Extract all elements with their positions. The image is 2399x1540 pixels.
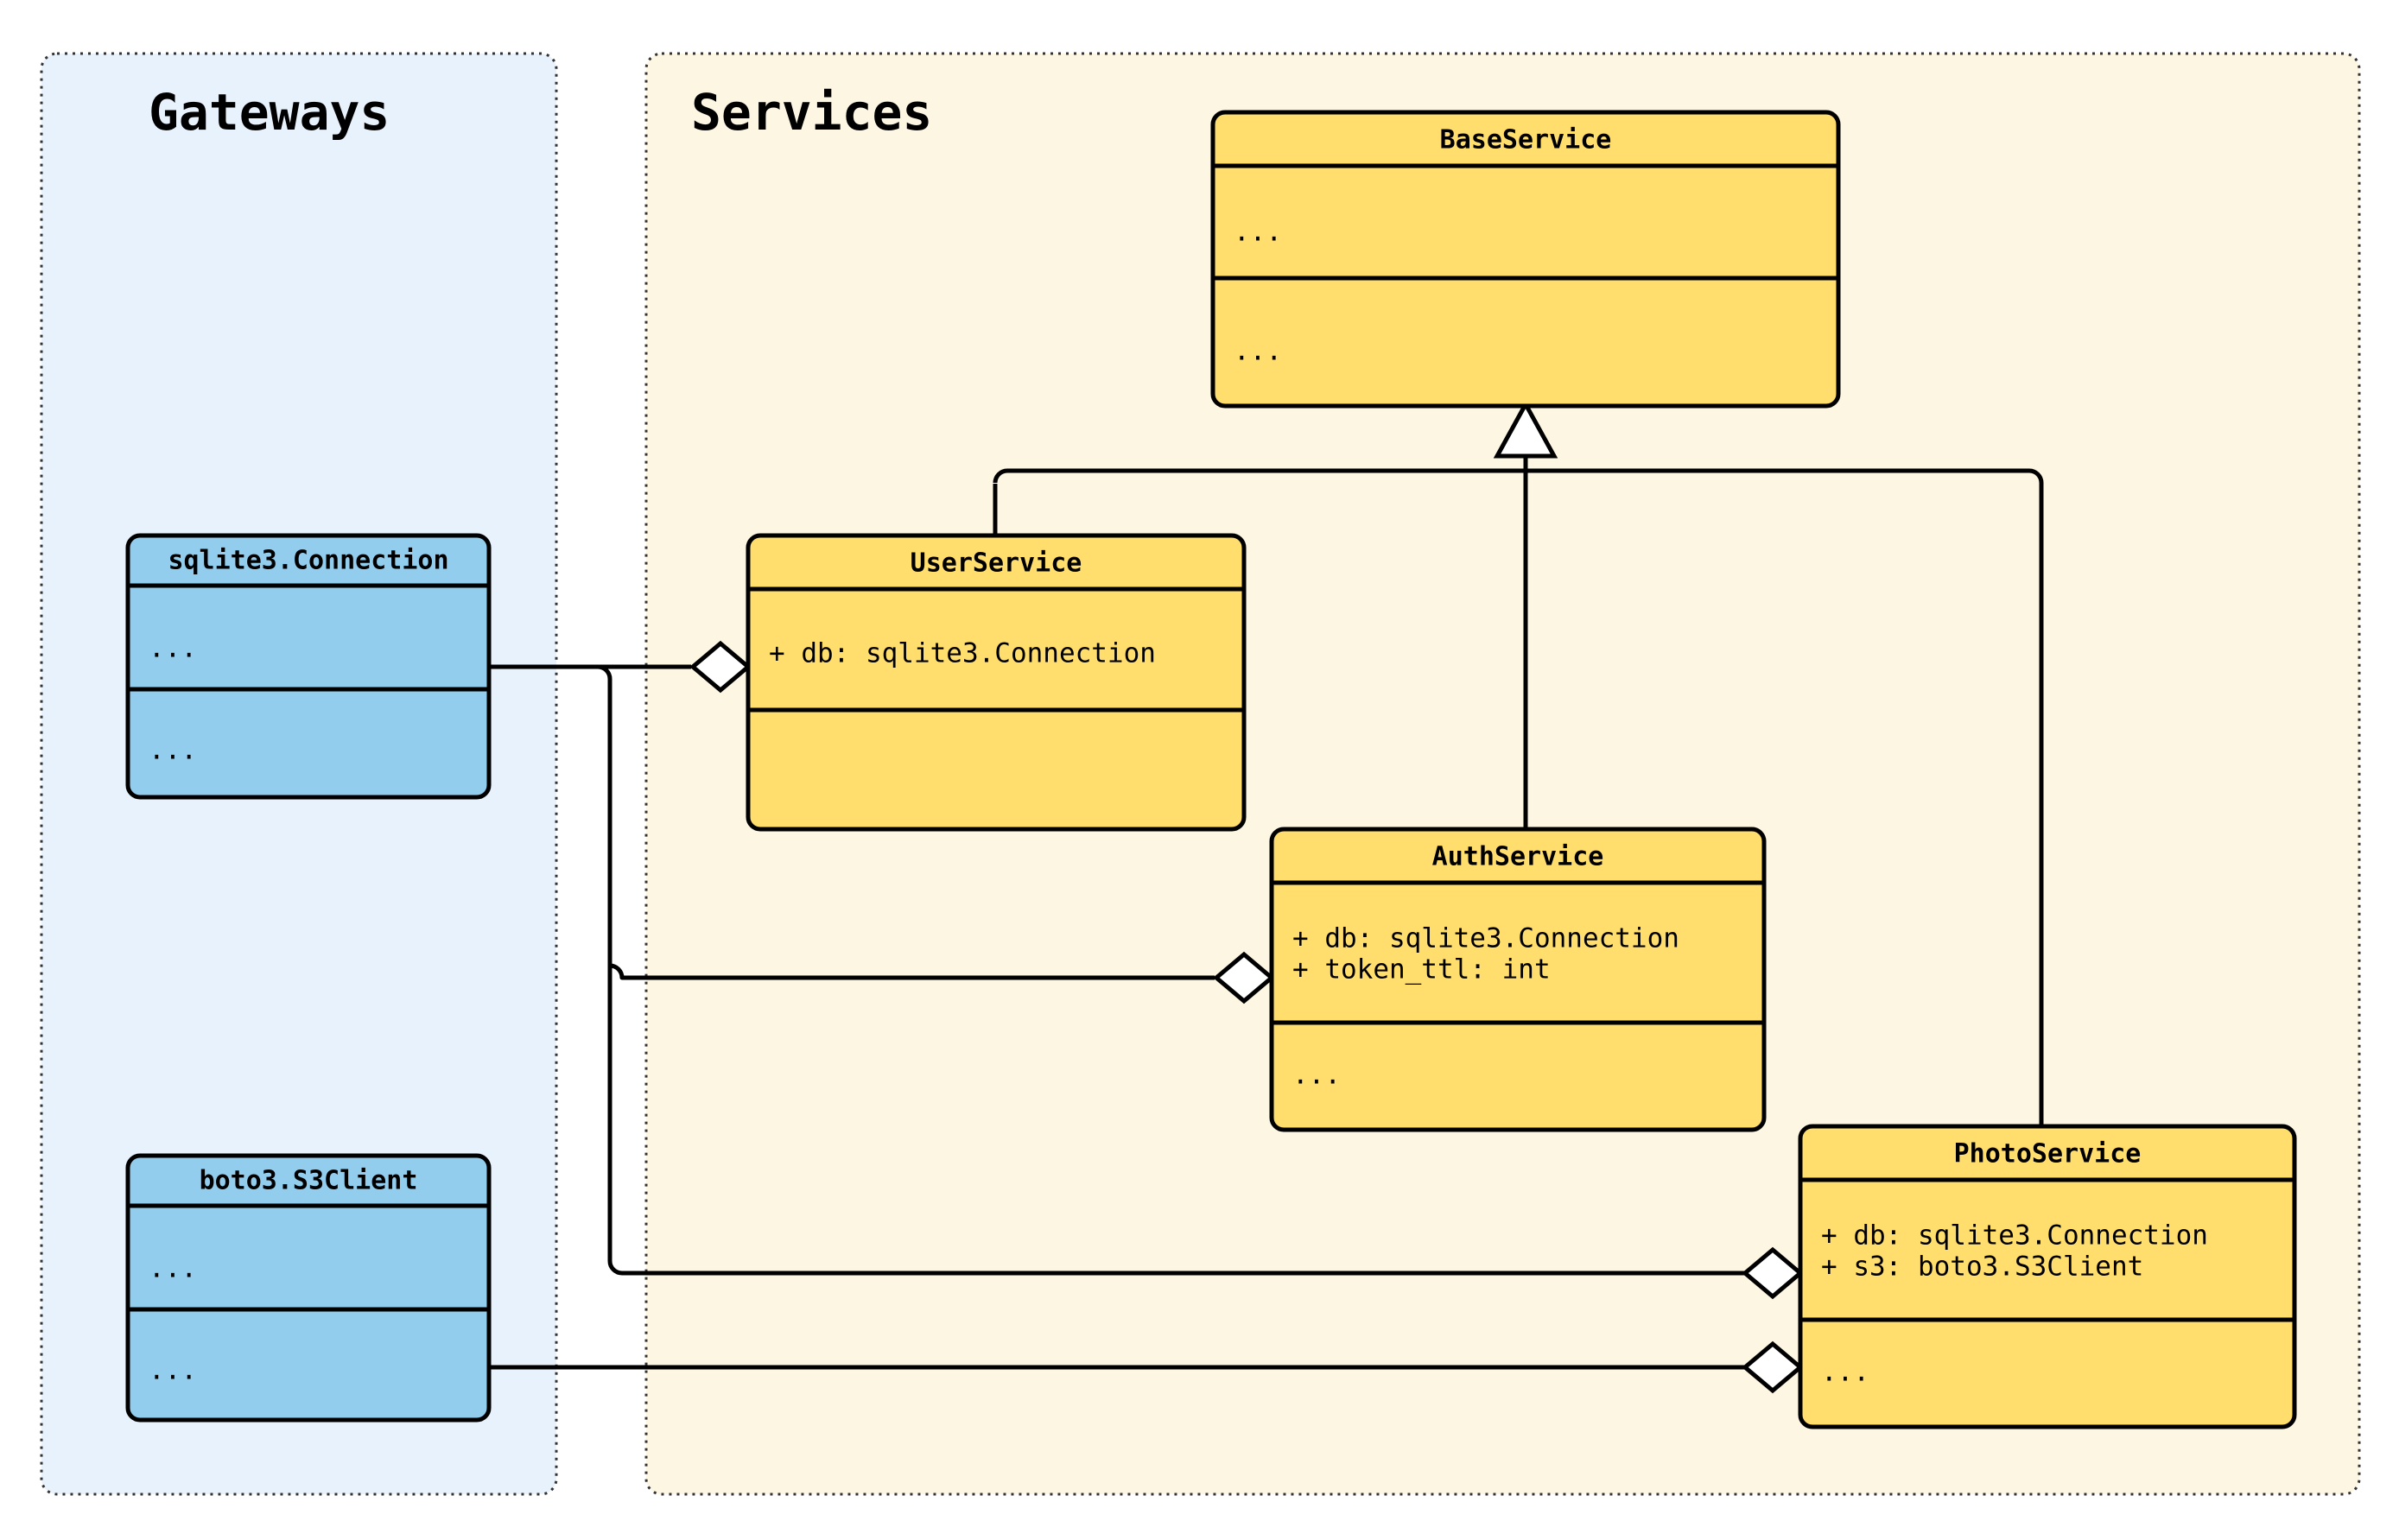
class-authservice-body — [1269, 827, 1767, 1132]
aggregation-diamond-photoservice-s3 — [1742, 1340, 1804, 1394]
class-userservice[interactable]: UserService + db: sqlite3.Connection — [746, 533, 1247, 832]
class-sqlite3-connection-attribute: ... — [149, 633, 197, 664]
class-baseservice-name: BaseService — [1440, 125, 1612, 155]
class-photoservice-body — [1798, 1124, 2297, 1429]
class-photoservice-attribute-2: + s3: boto3.S3Client — [1821, 1252, 2143, 1283]
class-sqlite3-connection-name: sqlite3.Connection — [168, 546, 448, 576]
class-baseservice[interactable]: BaseService ... ... — [1210, 110, 1841, 409]
class-authservice-method: ... — [1292, 1060, 1341, 1091]
class-boto3-s3client-method: ... — [149, 1355, 197, 1386]
generalization-triangle-marker — [1493, 399, 1558, 459]
class-sqlite3-connection[interactable]: sqlite3.Connection ... ... — [125, 533, 492, 800]
class-photoservice-method: ... — [1821, 1357, 1869, 1388]
aggregation-diamond-authservice — [1213, 951, 1275, 1004]
class-authservice-attribute-2: + token_ttl: int — [1292, 954, 1551, 985]
class-boto3-s3client-name: boto3.S3Client — [200, 1166, 418, 1196]
class-boto3-s3client-body — [125, 1153, 492, 1423]
class-sqlite3-connection-body — [125, 533, 492, 800]
class-sqlite3-connection-method: ... — [149, 735, 197, 766]
class-userservice-body — [746, 533, 1247, 832]
class-photoservice-attribute-1: + db: sqlite3.Connection — [1821, 1220, 2208, 1252]
class-userservice-attribute: + db: sqlite3.Connection — [769, 638, 1156, 669]
class-authservice-name: AuthService — [1432, 842, 1604, 872]
class-photoservice[interactable]: PhotoService + db: sqlite3.Connection + … — [1798, 1124, 2297, 1429]
class-boto3-s3client-attribute: ... — [149, 1253, 197, 1284]
class-baseservice-body — [1210, 110, 1841, 409]
class-baseservice-method: ... — [1234, 336, 1282, 367]
generalization-edge-photoservice — [2028, 468, 2044, 1126]
class-userservice-name: UserService — [911, 548, 1082, 579]
class-boto3-s3client[interactable]: boto3.S3Client ... ... — [125, 1153, 492, 1423]
generalization-edge-userservice — [993, 468, 1008, 536]
class-authservice-attribute-1: + db: sqlite3.Connection — [1292, 923, 1679, 954]
aggregation-diamond-userservice — [689, 640, 752, 694]
class-authservice[interactable]: AuthService + db: sqlite3.Connection + t… — [1269, 827, 1767, 1132]
class-baseservice-attribute: ... — [1234, 217, 1282, 248]
aggregation-diamond-photoservice-db — [1742, 1246, 1804, 1300]
aggregation-trunk-connection — [586, 664, 1745, 1276]
class-photoservice-name: PhotoService — [1954, 1139, 2142, 1169]
aggregation-edge-connection-authservice — [609, 963, 1215, 980]
package-gateways-title: Gateways — [149, 83, 390, 142]
package-services-title: Services — [691, 83, 932, 142]
